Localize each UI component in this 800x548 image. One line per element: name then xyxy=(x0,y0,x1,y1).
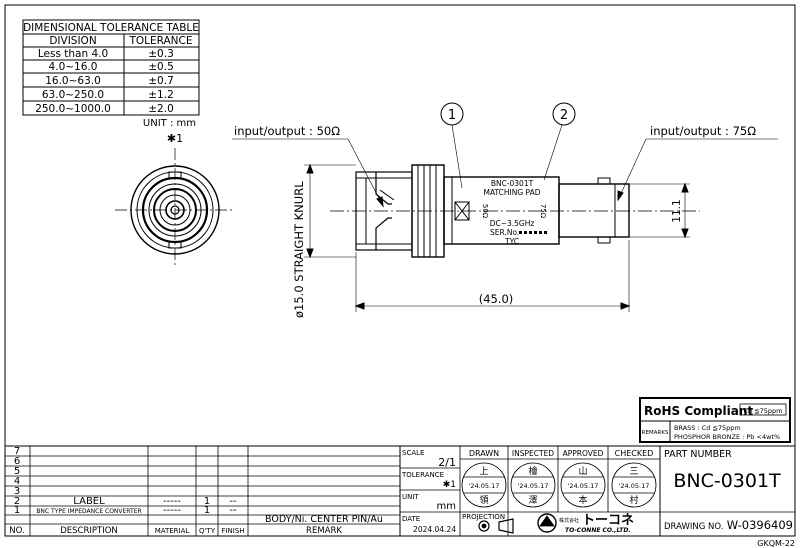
date-label: DATE xyxy=(402,515,420,523)
approval-label: INSPECTED xyxy=(512,449,554,458)
approval-label: APPROVED xyxy=(563,449,604,458)
body-75-label: 75Ω xyxy=(539,204,547,219)
balloon-1-label: 1 xyxy=(448,108,456,123)
io-left-label: input/output : 50Ω xyxy=(234,124,340,138)
row-number: 6 xyxy=(14,456,20,467)
rohs-title: RoHS Compliant xyxy=(644,404,753,418)
unit-note: UNIT : mm xyxy=(143,118,196,129)
row-number: 2 xyxy=(14,496,20,507)
form-code: GKQM-22 xyxy=(757,539,795,548)
body-freq-label: DC~3.5GHz xyxy=(490,219,535,228)
header-finish: FINISH xyxy=(221,527,244,535)
row-number: 4 xyxy=(14,476,20,487)
title-block xyxy=(4,445,796,537)
io-right-label: input/output : 75Ω xyxy=(650,124,756,138)
row-number: 5 xyxy=(14,466,20,477)
stamp-bottom: 領 xyxy=(479,494,488,506)
part-number-label: PART NUMBER xyxy=(664,449,732,460)
tolerance-cell: ±1.2 xyxy=(148,89,174,101)
tolerance-cell: ±0.7 xyxy=(148,75,174,87)
row-remark: BODY/Ni. CENTER PIN/Au xyxy=(265,514,383,525)
unit-label: UNIT xyxy=(402,493,419,501)
header-qty: Q'TY xyxy=(199,527,216,535)
diameter-dimension: 11.1 xyxy=(671,199,683,222)
row-finish: -- xyxy=(229,496,237,507)
company-name-en: TO-CONNE CO.,LTD. xyxy=(565,527,631,534)
header-description: DESCRIPTION xyxy=(60,526,118,536)
stamp-top: 山 xyxy=(578,466,587,477)
row-qty: 1 xyxy=(204,496,210,507)
front-view-note: ✱1 xyxy=(167,132,183,145)
header-material: MATERIAL xyxy=(155,527,190,535)
row-number: 7 xyxy=(14,446,20,457)
body-brand-label: TYC xyxy=(504,237,519,246)
stamp-bottom: 澤 xyxy=(528,495,537,506)
row-finish: -- xyxy=(229,505,237,516)
knurl-dimension: ø15.0 STRAIGHT KNURL xyxy=(292,181,306,318)
company-name-jp: トーコネ xyxy=(582,513,634,528)
division-cell: 250.0~1000.0 xyxy=(35,103,111,115)
tolerance-cell: ±2.0 xyxy=(148,103,174,115)
rohs-line-2: PHOSPHOR BRONZE : Pb <4wt% xyxy=(674,433,780,441)
tolerance-value: ✱1 xyxy=(443,480,456,490)
body-50-label: 50Ω xyxy=(481,204,489,219)
rohs-box: RoHS Compliant Cd ≦75ppm REMARKS BRASS :… xyxy=(639,397,791,443)
stamp-date: '24.05.17 xyxy=(469,482,500,490)
row-material: ----- xyxy=(163,505,181,516)
approval-label: CHECKED xyxy=(615,449,654,458)
division-cell: 63.0~250.0 xyxy=(42,89,104,101)
tolerance-table: DIMENSIONAL TOLERANCE TABLE DIVISION TOL… xyxy=(22,19,200,129)
header-remark: REMARK xyxy=(306,526,342,536)
rohs-line-1: BRASS : Cd ≦75ppm xyxy=(674,424,741,432)
company-prefix: 株式会社 xyxy=(559,517,579,524)
stamp-top: 檜 xyxy=(528,465,537,477)
stamp-date: '24.05.17 xyxy=(568,482,599,490)
rohs-badge: Cd ≦75ppm xyxy=(743,407,782,415)
body-label-line: BNC-0301T xyxy=(491,179,534,188)
tolerance-table-title: DIMENSIONAL TOLERANCE TABLE xyxy=(23,22,199,34)
row-number: 1 xyxy=(14,505,20,516)
stamp-date: '24.05.17 xyxy=(619,482,650,490)
stamp-bottom: 村 xyxy=(629,494,638,506)
serial-dots xyxy=(519,231,547,234)
division-cell: Less than 4.0 xyxy=(38,48,108,60)
row-number: 3 xyxy=(14,486,20,497)
tolerance-cell: ±0.5 xyxy=(148,61,174,73)
drawing-no: W-0396409 xyxy=(727,518,793,532)
projection-label: PROJECTION xyxy=(462,513,505,521)
side-view-text: 1 2 input/output : 50Ω input/output : 75… xyxy=(234,108,756,318)
division-cell: 16.0~63.0 xyxy=(45,75,101,87)
part-number: BNC-0301T xyxy=(673,470,781,492)
stamp-top: 三 xyxy=(629,467,638,477)
scale-value: 2/1 xyxy=(438,456,456,469)
division-cell: 4.0~16.0 xyxy=(49,61,98,73)
header-no: NO. xyxy=(9,526,24,536)
row-qty: 1 xyxy=(204,505,210,516)
rohs-remarks-label: REMARKS xyxy=(642,430,669,436)
tolerance-cell: ±0.3 xyxy=(148,48,174,60)
stamp-date: '24.05.17 xyxy=(518,482,549,490)
row-description: BNC TYPE IMPEDANCE CONVERTER xyxy=(36,508,141,515)
row-material: ----- xyxy=(163,496,181,507)
body-serial-label: SER.No. xyxy=(490,228,519,237)
header-division: DIVISION xyxy=(49,35,96,47)
stamp-top: 上 xyxy=(479,466,488,477)
body-label-line: MATCHING PAD xyxy=(483,188,540,197)
unit-value: mm xyxy=(437,501,456,512)
title-block-text: 7 6 5 4 3 2 LABEL ----- 1 -- 1 BNC TYPE … xyxy=(9,446,793,536)
length-dimension: (45.0) xyxy=(479,292,514,306)
scale-label: SCALE xyxy=(402,449,424,457)
header-tolerance: TOLERANCE xyxy=(128,35,192,47)
drawing-no-label: DRAWING NO. xyxy=(664,522,723,532)
balloon-2-label: 2 xyxy=(560,108,568,123)
row-description: LABEL xyxy=(73,496,105,507)
date-value: 2024.04.24 xyxy=(413,525,456,534)
stamp-bottom: 本 xyxy=(578,494,587,506)
approval-label: DRAWN xyxy=(469,449,499,458)
front-view: ✱1 xyxy=(115,132,235,268)
tolerance-label: TOLERANCE xyxy=(401,471,444,479)
side-view xyxy=(232,102,778,312)
